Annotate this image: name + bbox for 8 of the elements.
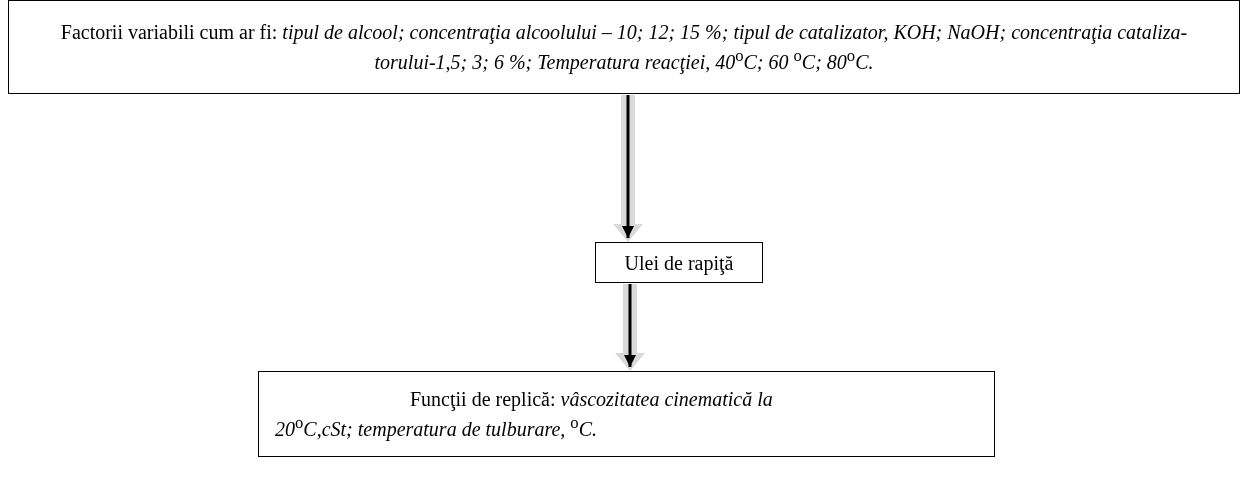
node-text: Ulei de rapiţă bbox=[624, 250, 734, 276]
response-box bbox=[258, 371, 995, 457]
node-text: Funcţii de replică: vâscozitatea cinematică la 20$^{o}$C,cSt; temperatura de tulburare, $^{o}$C. bbox=[275, 387, 774, 442]
input-box bbox=[595, 242, 763, 283]
node-text: Factorii variabili cum ar fi: tipul de alcool; concentraţia alcoolului – 10; 12; 15 %; tipul de catalizator, KOH; NaOH; concentraţia cataliza-torului-1,5; 3; 6 %; Temperatura reacţiei, 40$^{o}$C; 60 $^{o}$C; 80$^{o}$C. bbox=[59, 20, 1189, 75]
arrow bbox=[613, 95, 643, 242]
factors-box bbox=[8, 0, 1240, 94]
arrow bbox=[615, 284, 645, 371]
